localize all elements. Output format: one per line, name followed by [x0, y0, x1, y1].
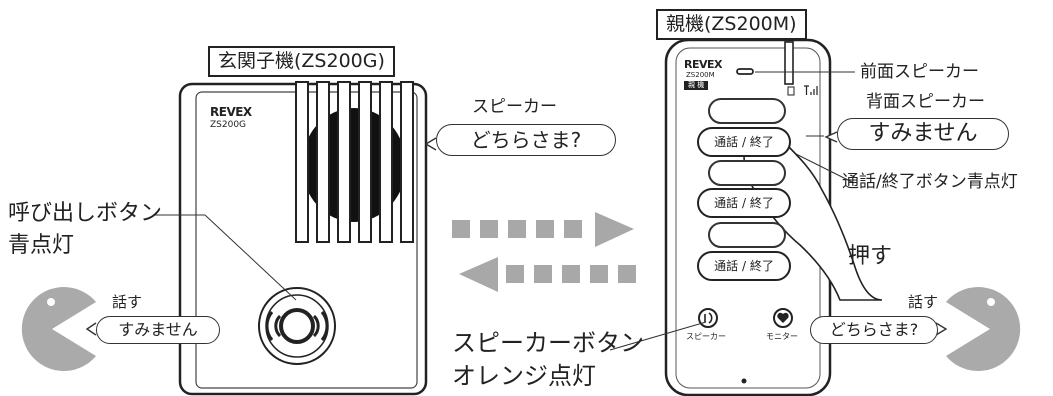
main-unit-brand: REVEX: [684, 58, 723, 71]
blank-button-3: [708, 222, 786, 248]
speaker-button-status: オレンジ点灯: [452, 362, 596, 390]
call-button-label: 呼び出しボタン: [8, 201, 163, 226]
door-unit-model: ZS200G: [210, 120, 247, 130]
door-unit: [178, 81, 428, 396]
door-speaker-label: スピーカー: [472, 97, 557, 117]
resident-talk-label: 話す: [908, 293, 939, 311]
arrow-left: [459, 257, 636, 292]
arrow-right: [452, 212, 634, 247]
visitor-character: [21, 287, 97, 371]
blank-button-1: [708, 98, 786, 124]
main-unit-tag: 親 機: [684, 81, 709, 90]
visitor-talk-label: 話す: [112, 293, 143, 311]
talk-button-label: 通話/終了ボタン青点灯: [842, 172, 1018, 192]
press-label: 押す: [848, 244, 893, 269]
rear-speaker-label: 背面スピーカー: [866, 92, 985, 112]
front-speaker-slot: [736, 68, 754, 75]
door-speech-bubble: どちらさま?: [436, 124, 616, 156]
rear-speech-bubble: すみません: [837, 118, 1009, 150]
speaker-button-callout: スピーカーボタン: [452, 329, 644, 357]
resident-character: [946, 287, 1021, 371]
talk-end-button-1: 通話 / 終了: [697, 127, 791, 157]
speaker-button-label: スピーカー: [686, 332, 726, 341]
blank-button-2: [708, 160, 786, 186]
call-button-status: 青点灯: [8, 233, 75, 258]
door-unit-title: 玄関子機(ZS200G): [208, 46, 395, 77]
front-speaker-label: 前面スピーカー: [860, 62, 979, 82]
talk-end-button-2: 通話 / 終了: [697, 188, 791, 218]
talk-end-button-3: 通話 / 終了: [697, 251, 791, 281]
monitor-round-button: [773, 308, 793, 328]
main-unit-model: ZS200M: [686, 71, 715, 79]
call-button: [258, 287, 336, 365]
speaker-round-button: [698, 308, 718, 328]
monitor-button-label: モニター: [766, 332, 798, 341]
visitor-speech-bubble: すみません: [96, 316, 220, 344]
main-unit-title: 親機(ZS200M): [656, 9, 807, 40]
door-unit-brand: REVEX: [210, 105, 252, 119]
resident-speech-bubble: どちらさま?: [810, 316, 938, 344]
